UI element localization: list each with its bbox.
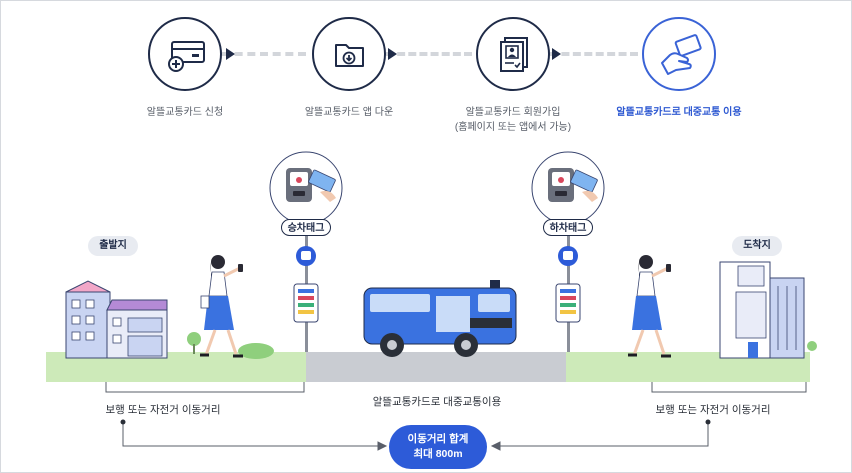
boarding-tag-label: 승차태그 <box>281 219 331 236</box>
step-3-circle <box>476 17 550 91</box>
step-3-label: 알뜰교통카드 회원가입 (홈페이지 또는 앱에서 가능) <box>454 107 572 133</box>
distance-brackets <box>105 382 807 451</box>
road <box>306 352 568 382</box>
step-connector <box>222 52 306 56</box>
total-distance-line2: 최대 800m <box>413 448 463 460</box>
boarding-stop <box>269 151 343 352</box>
bus <box>363 280 517 357</box>
step-arrow <box>226 48 235 60</box>
destination-label: 도착지 <box>732 236 782 256</box>
alighting-tag-label: 하차태그 <box>543 219 593 236</box>
step-connector <box>550 52 638 56</box>
bush-left <box>187 332 274 359</box>
hand-card-icon <box>661 34 702 75</box>
alighting-stop <box>531 151 605 352</box>
walker-left <box>200 255 243 358</box>
step-1-label: 알뜰교통카드 신청 <box>146 107 224 118</box>
transit-caption: 알뜰교통카드로 대중교통이용 <box>372 396 502 408</box>
walk-left-caption: 보행 또는 자전거 이동거리 <box>105 404 221 416</box>
destination-buildings <box>719 261 817 359</box>
folder-download-icon <box>335 44 364 67</box>
step-connector <box>386 52 472 56</box>
total-distance-badge: 이동거리 합계 최대 800m <box>389 425 487 469</box>
step-arrow <box>388 48 397 60</box>
membership-document-icon <box>500 37 528 72</box>
card-add-icon <box>168 41 205 72</box>
step-1-circle <box>148 17 222 91</box>
origin-label: 출발지 <box>88 236 138 256</box>
step-4-label: 알뜰교통카드로 대중교통 이용 <box>616 107 742 118</box>
step-2-label: 알뜰교통카드 앱 다운 <box>304 107 394 118</box>
step-2-circle <box>312 17 386 91</box>
step-arrow <box>552 48 561 60</box>
origin-buildings <box>65 280 168 359</box>
walk-right-caption: 보행 또는 자전거 이동거리 <box>655 404 771 416</box>
walker-right <box>628 255 671 358</box>
step-4-circle <box>642 17 716 91</box>
total-distance-line1: 이동거리 합계 <box>407 433 469 445</box>
